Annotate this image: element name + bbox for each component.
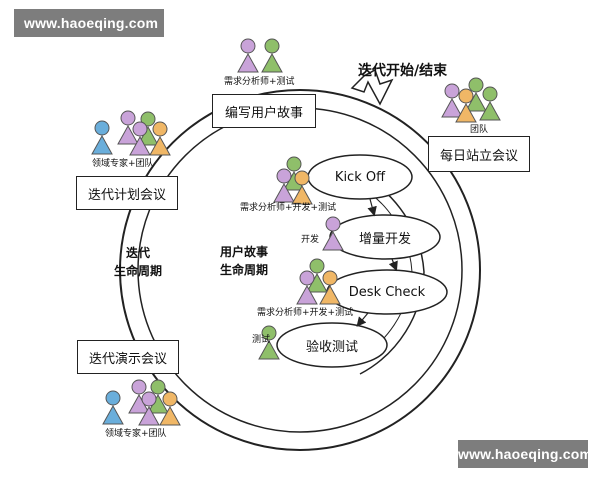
box-iteration-planning: 迭代计划会议 [76, 176, 178, 210]
people-domain-team-left [91, 110, 171, 156]
arrow-kickoff-to-dev [367, 198, 377, 217]
watermark-top: www.haoeqing.com [14, 9, 164, 37]
iteration-lifecycle-line-2: 生命周期 [113, 264, 162, 278]
ellipse-acceptance-test-label: 验收测试 [305, 339, 358, 355]
box-iteration-demo: 迭代演示会议 [77, 340, 179, 374]
people-domain-team-bottom [102, 379, 181, 426]
iteration-cycle-inner [137, 107, 463, 433]
box-write-story: 编写用户故事 [212, 94, 316, 128]
story-lifecycle-line-2: 生命周期 [219, 263, 268, 277]
role-tester: 测试 [252, 335, 271, 345]
people-team-right [441, 77, 501, 123]
cycle-start-arrow [350, 68, 394, 106]
watermark-bottom: www.haoeqing.com [458, 440, 592, 468]
ellipse-desk-check-label: Desk Check [348, 284, 426, 300]
ellipse-kick-off-label: Kick Off [334, 169, 386, 185]
arrow-dev-to-desk [388, 258, 398, 272]
role-domain-expert-team-1: 领域专家+团队 [92, 159, 154, 169]
iteration-cycle-outer [119, 89, 481, 451]
role-developer: 开发 [301, 235, 320, 245]
role-ba-dev-tester-1: 需求分析师+开发+测试 [240, 203, 337, 213]
role-ba-dev-tester-2: 需求分析师+开发+测试 [257, 308, 354, 318]
story-lifecycle-line-1: 用户故事 [219, 245, 268, 259]
people-ba-dev-tester-1 [273, 156, 313, 205]
iteration-lifecycle-line-1: 迭代 [125, 246, 150, 260]
cycle-start-end-label: 迭代开始/结束 [358, 63, 448, 79]
story-lifecycle-label: 用户故事 生命周期 [214, 243, 274, 279]
iteration-lifecycle-label: 迭代 生命周期 [108, 244, 168, 280]
arrow-desk-to-test [356, 312, 369, 327]
role-domain-expert-team-2: 领域专家+团队 [105, 429, 167, 439]
ellipse-incremental-dev-label: 增量开发 [358, 231, 411, 247]
role-ba-tester: 需求分析师+测试 [224, 77, 295, 87]
ellipse-acceptance-test [276, 322, 388, 368]
role-team: 团队 [470, 125, 489, 135]
people-ba-tester [237, 38, 283, 73]
box-daily-standup: 每日站立会议 [428, 136, 530, 172]
